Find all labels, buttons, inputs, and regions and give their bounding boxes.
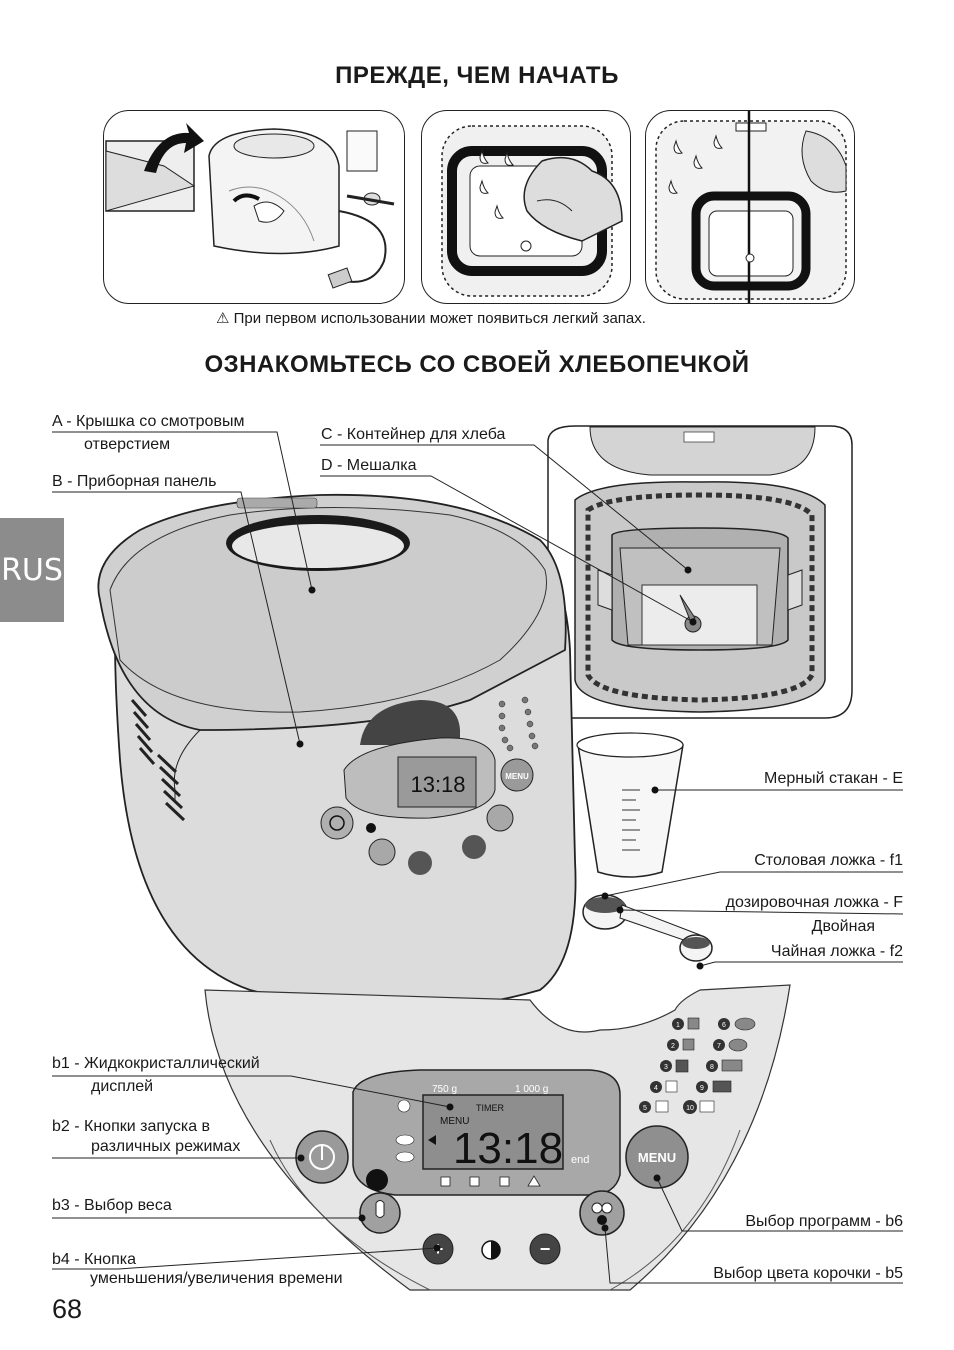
- program-2-number: 2: [671, 1043, 675, 1050]
- label-b1-lcd-line2: дисплей: [91, 1078, 154, 1095]
- label-b5-crust-color: Выбор цвета корочки - b5: [713, 1265, 903, 1282]
- label-d-kneading-paddle: D - Мешалка: [321, 457, 417, 474]
- weight-icon: [375, 1200, 385, 1218]
- label-b2-start-buttons: b2 - Кнопки запуска в: [52, 1118, 211, 1135]
- program-6-number: 6: [722, 1022, 726, 1029]
- language-tab: RUS: [0, 518, 64, 622]
- warning-triangle-icon: ⚠: [216, 310, 230, 327]
- lcd-end-label: end: [571, 1154, 589, 1166]
- label-a-lid-line2: отверстием: [84, 436, 171, 453]
- open-lid-inset: [547, 425, 853, 719]
- menu-button[interactable]: [625, 1125, 689, 1189]
- leader-dots: [296, 566, 704, 1252]
- lcd-time: 13:18: [453, 1124, 563, 1173]
- program-list: 1 2 3 4 5 6 7 8 9 10: [639, 1017, 756, 1114]
- label-e-measuring-cup: Мерный стакан - E: [763, 770, 903, 787]
- illustration-cleaning-pan: [421, 110, 631, 304]
- measuring-cup: [576, 732, 684, 878]
- time-decrease-button[interactable]: [529, 1233, 561, 1265]
- first-use-warning: ⚠ При первом использовании может появить…: [216, 310, 646, 327]
- label-a-lid: A - Крышка со смотровым: [52, 413, 245, 430]
- label-b4-time-button: b4 - Кнопка: [52, 1251, 136, 1268]
- label-b3-weight: b3 - Выбор веса: [52, 1197, 172, 1214]
- weight-label-750: 750 g: [432, 1084, 457, 1095]
- section-title-before-start: ПРЕЖДЕ, ЧЕМ НАЧАТЬ: [335, 62, 619, 89]
- lcd-timer-label: TIMER: [476, 1103, 504, 1113]
- menu-button-label: MENU: [638, 1150, 676, 1165]
- program-9-number: 9: [700, 1085, 704, 1092]
- double-measuring-spoon: [582, 894, 713, 962]
- appliance-diagram: 13:18 MENU: [52, 425, 904, 1291]
- leader-lines: [52, 431, 904, 1284]
- lcd-arrow-icon: [428, 1135, 436, 1145]
- lcd-menu-label: MENU: [440, 1116, 469, 1127]
- program-8-number: 8: [710, 1064, 714, 1071]
- weight-label-1000: 1 000 g: [515, 1084, 548, 1095]
- label-f2-teaspoon: Чайная ложка - f2: [770, 943, 903, 960]
- bread-maker-body: 13:18 MENU: [97, 493, 577, 1011]
- program-5-number: 5: [643, 1105, 647, 1112]
- label-f1-tablespoon: Столовая ложка - f1: [754, 852, 903, 869]
- label-b6-program-select: Выбор программ - b6: [745, 1213, 903, 1230]
- label-b1-lcd: b1 - Жидкокристаллический: [52, 1055, 260, 1072]
- indicator-light: [366, 1169, 388, 1191]
- label-f-double: Двойная: [811, 918, 875, 935]
- lcd-bread-icons: [440, 1175, 541, 1187]
- label-c-bread-pan: C - Контейнер для хлеба: [321, 426, 506, 443]
- label-b4-time-button-line2: уменьшения/увеличения времени: [90, 1270, 343, 1287]
- illustration-unpacking: [103, 110, 405, 304]
- program-1-number: 1: [676, 1022, 680, 1029]
- program-7-number: 7: [717, 1043, 721, 1050]
- svg-text:MENU: MENU: [505, 772, 529, 781]
- power-icon: [309, 1144, 335, 1170]
- label-f-dosing-spoon: дозировочная ложка - F: [725, 894, 903, 911]
- page-number: 68: [52, 1294, 83, 1324]
- illustration-inserting-pan: [645, 110, 855, 304]
- crust-color-button[interactable]: [579, 1190, 625, 1236]
- lcd-crust-icons: [395, 1099, 415, 1163]
- label-b2-start-buttons-line2: различных режимах: [91, 1138, 241, 1155]
- svg-text:13:18: 13:18: [410, 772, 465, 797]
- control-panel-closeup: 750 g 1 000 g MENU TIMER 13:18 end MENU …: [204, 984, 791, 1291]
- program-3-number: 3: [664, 1064, 668, 1071]
- program-4-number: 4: [654, 1085, 658, 1092]
- section-title-get-to-know: ОЗНАКОМЬТЕСЬ СО СВОЕЙ ХЛЕБОПЕЧКОЙ: [204, 351, 750, 378]
- program-10-number: 10: [686, 1105, 694, 1112]
- minus-label: −: [540, 1239, 551, 1259]
- label-b-control-panel: B - Приборная панель: [52, 473, 217, 490]
